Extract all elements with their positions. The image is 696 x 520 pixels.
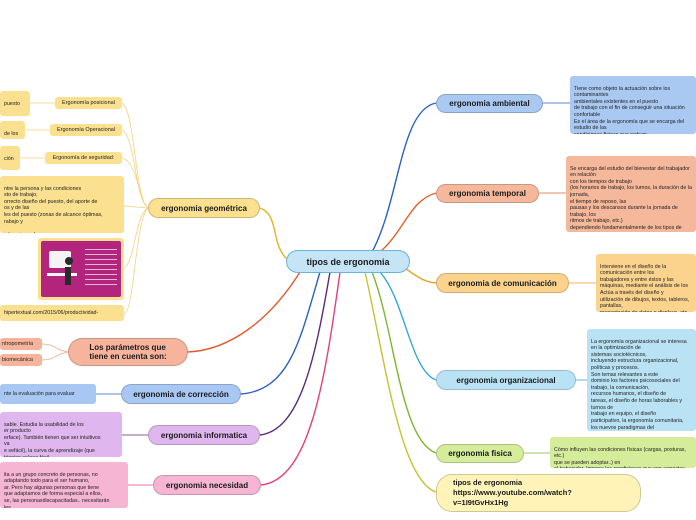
note-organizacional-text: La ergonomía organizacional se interesa … [591, 338, 687, 431]
link-correccion [240, 271, 321, 395]
leftnote-de-los[interactable]: de los [0, 121, 25, 139]
note-temporal-text: Se encarga del estudio del bienestar del… [570, 165, 692, 232]
note-organizacional[interactable]: La ergonomía organizacional se interesa … [587, 329, 696, 431]
link-necesidad [260, 271, 341, 486]
note-ambiental-text: Tiene como objeto la actuación sobre los… [574, 85, 685, 134]
central-topic-label: tipos de ergonomia [306, 256, 390, 267]
tag-ergonomia-seguridad-text: Ergonomía de seguridad: [52, 155, 115, 161]
tag-ergonomia-posicional[interactable]: Ergonomía posicional [55, 97, 122, 109]
branch-organizacional[interactable]: ergonomia organizacional [436, 370, 576, 390]
branch-ambiental-label: ergonomia ambiental [449, 99, 530, 108]
branch-organizacional-label: ergonomia organizacional [456, 375, 556, 385]
branch-temporal[interactable]: ergonomia temporal [436, 184, 539, 203]
link-hipertextual-text: hipertextual.com/2015/06/productividad- [4, 309, 99, 316]
branch-necesidad[interactable]: ergonomia necesidad [153, 475, 261, 495]
branch-geometrica[interactable]: ergonomia geométrica [148, 198, 260, 218]
leftnote-puesto[interactable]: puesto [0, 91, 30, 116]
image-frame [41, 241, 121, 297]
branch-comunicacion[interactable]: ergonomia de comunicación [436, 273, 569, 293]
image-geometrica[interactable] [38, 238, 124, 300]
link-fisica [371, 271, 437, 454]
tag-biomecanica[interactable]: biomecánica [0, 354, 42, 366]
note-geometrica-text: ntre la persona y las condiciones sto de… [4, 185, 103, 233]
tag-ergonomia-seguridad[interactable]: Ergonomía de seguridad: [45, 152, 122, 164]
tag-ergonomia-operacional-text: Ergonomía Operacional [56, 127, 116, 133]
link-ambiental [371, 102, 437, 253]
note-ambiental[interactable]: Tiene como objeto la actuación sobre los… [570, 76, 696, 134]
note-informatica-text: sable. Estudia la usabilidad de los er p… [4, 421, 101, 457]
link-parametros [187, 271, 301, 353]
note-fisica-text: Cómo influyen las condiciones físicas (c… [554, 446, 686, 468]
link-geometrica [259, 207, 289, 261]
branch-parametros[interactable]: Los parámetros que tiene en cuenta son: [68, 338, 188, 366]
branch-correccion-label: ergonomia de corrección [133, 389, 229, 399]
person-icon [65, 257, 73, 265]
leftnote-cion-text: ción [4, 155, 14, 162]
image-caption-lines [85, 249, 117, 289]
branch-comunicacion-label: ergonomia de comunicación [448, 278, 557, 288]
note-geometrica[interactable]: ntre la persona y las condiciones sto de… [0, 176, 124, 233]
branch-video-link[interactable]: tipos de ergonomia https://www.youtube.c… [436, 474, 641, 512]
chair-icon [65, 267, 71, 285]
branch-parametros-label: Los parámetros que tiene en cuenta son: [89, 343, 167, 361]
branch-correccion[interactable]: ergonomia de corrección [121, 384, 241, 404]
leftnote-cion[interactable]: ción [0, 146, 20, 170]
tag-ergonomia-posicional-text: Ergonomía posicional [62, 100, 115, 106]
branch-video-link-label: tipos de ergonomia https://www.youtube.c… [453, 478, 572, 507]
link-video [364, 271, 437, 493]
note-comunicacion[interactable]: Interviene en el diseño de la comunicaci… [596, 254, 696, 312]
tag-antropometria-text: ntropometría [2, 341, 34, 347]
leftnote-puesto-text: puesto [4, 100, 20, 107]
link-temporal [379, 192, 437, 253]
note-temporal[interactable]: Se encarga del estudio del bienestar del… [566, 156, 696, 232]
link-organizacional [379, 271, 437, 381]
branch-ambiental[interactable]: ergonomia ambiental [436, 94, 543, 113]
note-necesidad[interactable]: ita a un grupo concreto de personas, no … [0, 462, 128, 508]
branch-fisica[interactable]: ergonomia fisica [436, 444, 524, 463]
branch-fisica-label: ergonomia fisica [448, 449, 512, 458]
desk-icon [47, 273, 77, 276]
leftnote-de-los-text: de los [4, 130, 19, 137]
note-necesidad-text: ita a un grupo concreto de personas, no … [4, 471, 110, 508]
tag-biomecanica-text: biomecánica [2, 357, 33, 363]
link-informatica [259, 271, 331, 436]
note-fisica[interactable]: Cómo influyen las condiciones físicas (c… [550, 437, 696, 468]
note-informatica[interactable]: sable. Estudia la usabilidad de los er p… [0, 412, 122, 457]
branch-informatica-label: ergonomia informatica [160, 430, 248, 440]
tag-ergonomia-operacional[interactable]: Ergonomía Operacional [50, 124, 122, 136]
link-hipertextual[interactable]: hipertextual.com/2015/06/productividad- [0, 305, 124, 321]
central-topic[interactable]: tipos de ergonomia [286, 250, 410, 273]
note-correccion[interactable]: nte la evaluación para evaluar [0, 384, 96, 404]
branch-geometrica-label: ergonomia geométrica [161, 203, 247, 213]
tag-antropometria[interactable]: ntropometría [0, 338, 42, 350]
note-correccion-text: nte la evaluación para evaluar [4, 390, 75, 397]
branch-informatica[interactable]: ergonomia informatica [148, 425, 260, 445]
branch-temporal-label: ergonomia temporal [449, 189, 526, 198]
note-comunicacion-text: Interviene en el diseño de la comunicaci… [600, 263, 690, 312]
branch-necesidad-label: ergonomia necesidad [165, 480, 249, 490]
